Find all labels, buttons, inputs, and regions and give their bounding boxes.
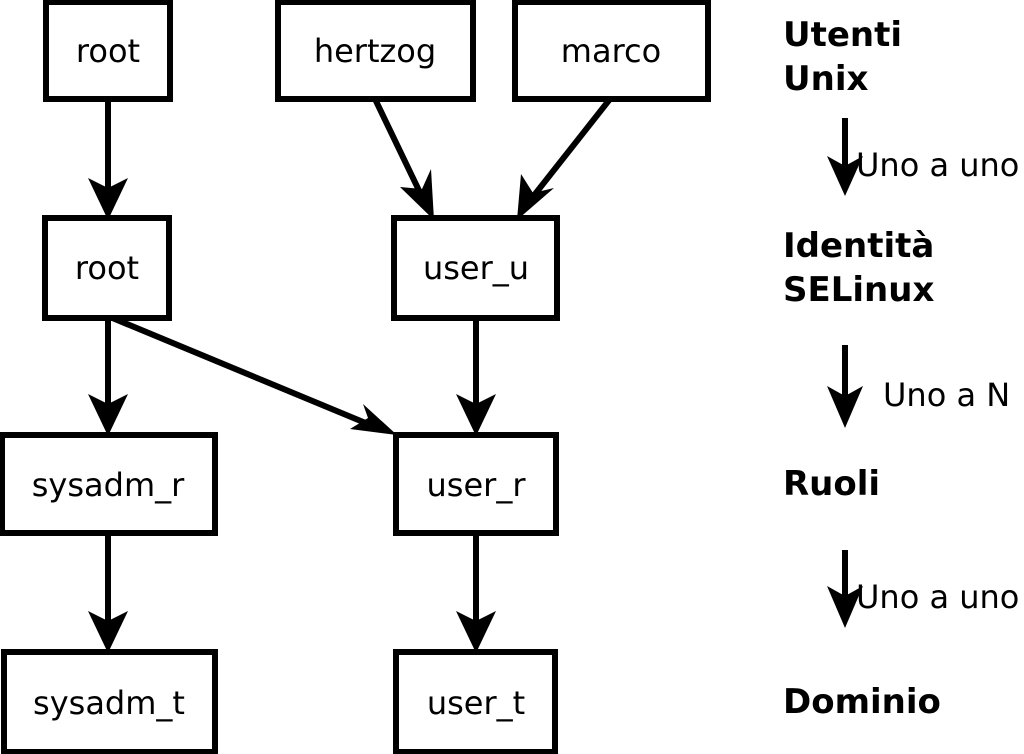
- edge-user-u-to-user-r: [456, 318, 496, 436]
- node-label: user_u: [423, 249, 529, 287]
- edge-hertzog-to-user-u: [372, 97, 434, 220]
- edge-user-r-to-user-t: [456, 533, 496, 653]
- node-role-sysadm-r[interactable]: sysadm_r: [0, 432, 218, 536]
- node-selinux-user-u[interactable]: user_u: [391, 215, 560, 321]
- edge-sysadm-r-to-sysadm-t: [88, 533, 128, 653]
- node-unix-hertzog[interactable]: hertzog: [275, 0, 476, 102]
- node-label: root: [75, 249, 139, 287]
- node-role-user-r[interactable]: user_r: [393, 432, 559, 536]
- legend-level-domain: Dominio: [783, 682, 941, 722]
- edge-selinux-root-to-user-r: [108, 314, 397, 435]
- node-domain-sysadm-t[interactable]: sysadm_t: [1, 649, 218, 754]
- node-domain-user-t[interactable]: user_t: [393, 649, 558, 754]
- node-label: marco: [561, 32, 661, 70]
- edge-selinux-root-to-sysadm-r: [88, 318, 128, 436]
- node-label: sysadm_t: [33, 684, 185, 722]
- node-unix-root[interactable]: root: [43, 0, 173, 102]
- legend-relation-arrow-3: Uno a uno: [827, 550, 1019, 628]
- legend-relation-label: Uno a uno: [856, 146, 1019, 184]
- legend-relation-label: Uno a N: [883, 376, 1010, 414]
- legend-heading-line: Ruoli: [783, 464, 880, 504]
- edge-unix-root-to-selinux-root: [88, 99, 128, 220]
- legend-heading-line: Dominio: [783, 682, 941, 722]
- legend-heading-line: Identità: [783, 226, 934, 266]
- legend-relation-arrow-2: Uno a N: [827, 345, 1010, 428]
- legend-relation-label: Uno a uno: [856, 578, 1019, 616]
- node-label: user_r: [427, 466, 527, 504]
- legend-level-roles: Ruoli: [783, 464, 880, 504]
- node-label: hertzog: [314, 32, 436, 70]
- node-selinux-root[interactable]: root: [42, 215, 172, 321]
- legend-heading-line: Utenti: [783, 15, 902, 55]
- legend-heading-line: SELinux: [783, 270, 934, 310]
- legend-level-selinux-identities: Identità SELinux: [783, 226, 934, 310]
- legend-heading-line: Unix: [783, 59, 868, 99]
- legend-level-unix-users: Utenti Unix: [783, 15, 902, 99]
- legend-relation-arrow-1: Uno a uno: [827, 118, 1019, 196]
- node-label: sysadm_r: [32, 466, 185, 504]
- node-label: root: [76, 32, 140, 70]
- node-label: user_t: [427, 684, 525, 722]
- edge-marco-to-user-u: [517, 97, 613, 220]
- node-unix-marco[interactable]: marco: [512, 0, 711, 102]
